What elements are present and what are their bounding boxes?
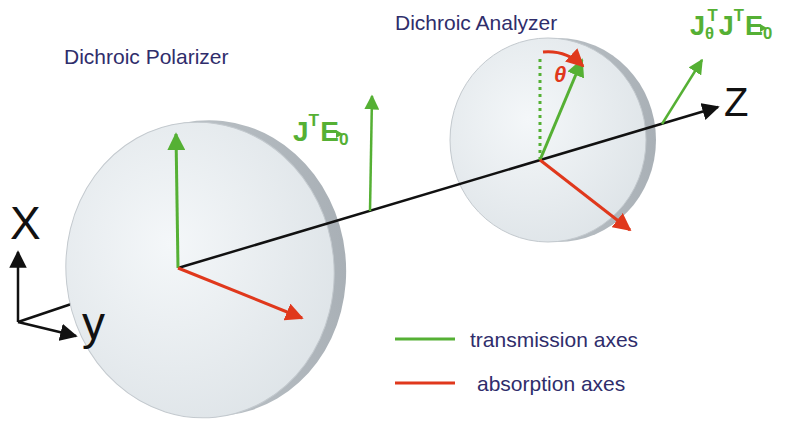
legend-sample [395,382,455,385]
x-axis-arrow [17,252,20,322]
field-vector [370,96,372,211]
analyzer-face [450,38,646,242]
y-axis-arrow [18,322,76,336]
angle-label: θ [554,64,566,86]
z-axis-arrow [178,107,718,268]
field-vector [662,60,702,124]
legend-text: absorption axes [477,373,625,394]
field-label: JθTJTE0 [690,8,773,43]
transmission-axis [540,60,582,160]
field-label: JTE0 [293,112,350,148]
legend-sample [395,338,455,341]
absorption-axis [178,268,302,318]
reference-axis [539,58,542,160]
transmission-axis [176,134,178,268]
axis-label: Z [724,82,748,122]
part-name: Dichroic Analyzer [395,12,557,33]
polarizer-face [51,109,348,424]
absorption-axis [540,160,630,230]
part-name: Dichroic Polarizer [64,46,229,67]
legend-text: transmission axes [470,329,638,350]
axis-label: X [10,200,41,246]
axis-label: y [82,300,105,346]
